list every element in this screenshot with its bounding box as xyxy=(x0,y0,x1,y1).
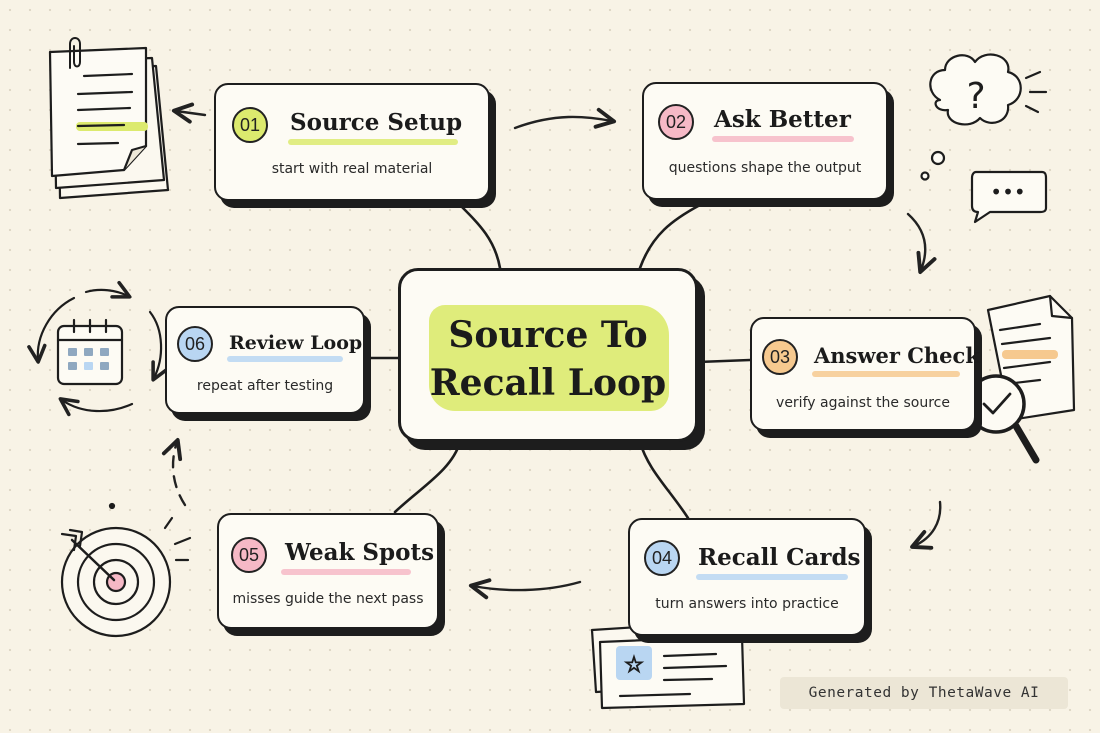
speech-dots: ••• xyxy=(990,180,1025,204)
node-01-underline xyxy=(288,139,458,145)
center-title: Source To Recall Loop xyxy=(401,311,695,407)
node-03-badge: 03 xyxy=(762,339,798,375)
node-06-underline xyxy=(227,356,343,362)
connector-center-03 xyxy=(696,358,752,364)
flashcards-icon xyxy=(590,620,746,710)
document-icon xyxy=(48,37,170,200)
arrow-02-to-03 xyxy=(906,212,937,274)
center-title-line1: Source To xyxy=(448,314,648,356)
watermark: Generated by ThetaWave AI xyxy=(780,677,1068,709)
connector-center-05 xyxy=(393,440,462,514)
question-thought-icon xyxy=(920,53,1048,181)
node-02-ask-better: 02 Ask Better questions shape the output xyxy=(642,82,888,200)
question-mark: ? xyxy=(966,76,985,117)
speech-bubble-icon xyxy=(970,170,1048,224)
node-05-subtitle: misses guide the next pass xyxy=(232,591,424,607)
center-highlight xyxy=(429,305,669,411)
node-05-weak-spots: 05 Weak Spots misses guide the next pass xyxy=(217,513,439,629)
node-03-answer-check: 03 Answer Check verify against the sourc… xyxy=(750,317,980,431)
node-01-source-setup: 01 Source Setup start with real material xyxy=(214,83,490,201)
node-04-subtitle: turn answers into practice xyxy=(655,596,839,612)
node-01-subtitle: start with real material xyxy=(271,161,433,177)
arrow-04-to-05 xyxy=(468,578,582,600)
node-05-badge: 05 xyxy=(231,537,267,573)
node-02-subtitle: questions shape the output xyxy=(668,160,862,176)
connector-center-04 xyxy=(638,440,690,520)
node-02-badge: 02 xyxy=(658,104,694,140)
document-magnifier-check-icon xyxy=(966,294,1076,464)
node-05-underline xyxy=(281,569,411,575)
node-06-review-loop: 06 Review Loop repeat after testing xyxy=(165,306,365,414)
calendar-cycle-icon xyxy=(27,280,170,417)
node-03-title: Answer Check xyxy=(814,343,980,368)
star-icon: ☆ xyxy=(624,653,644,678)
node-02-title: Ask Better xyxy=(714,106,851,133)
center-title-line2: Recall Loop xyxy=(429,362,667,404)
arrow-01-to-doc xyxy=(171,102,207,124)
node-04-badge: 04 xyxy=(644,540,680,576)
arrow-01-to-02 xyxy=(513,107,617,130)
node-06-subtitle: repeat after testing xyxy=(196,378,334,394)
node-05-title: Weak Spots xyxy=(285,539,435,566)
node-04-underline xyxy=(696,574,848,580)
node-01-title: Source Setup xyxy=(290,109,463,136)
node-04-recall-cards: 04 Recall Cards turn answers into practi… xyxy=(628,518,866,636)
node-03-subtitle: verify against the source xyxy=(776,395,950,411)
node-06-title: Review Loop xyxy=(229,332,363,354)
node-02-underline xyxy=(712,136,854,142)
node-03-underline xyxy=(812,371,960,377)
node-06-badge: 06 xyxy=(177,326,213,362)
target-arrow-icon xyxy=(60,502,192,638)
connector-center-02 xyxy=(638,203,702,270)
arrow-05-to-06 xyxy=(161,438,187,507)
node-04-title: Recall Cards xyxy=(698,544,861,571)
connector-center-01 xyxy=(458,203,502,270)
arrow-03-to-04 xyxy=(910,500,942,550)
node-01-badge: 01 xyxy=(232,107,268,143)
center-node: Source To Recall Loop xyxy=(398,268,698,442)
